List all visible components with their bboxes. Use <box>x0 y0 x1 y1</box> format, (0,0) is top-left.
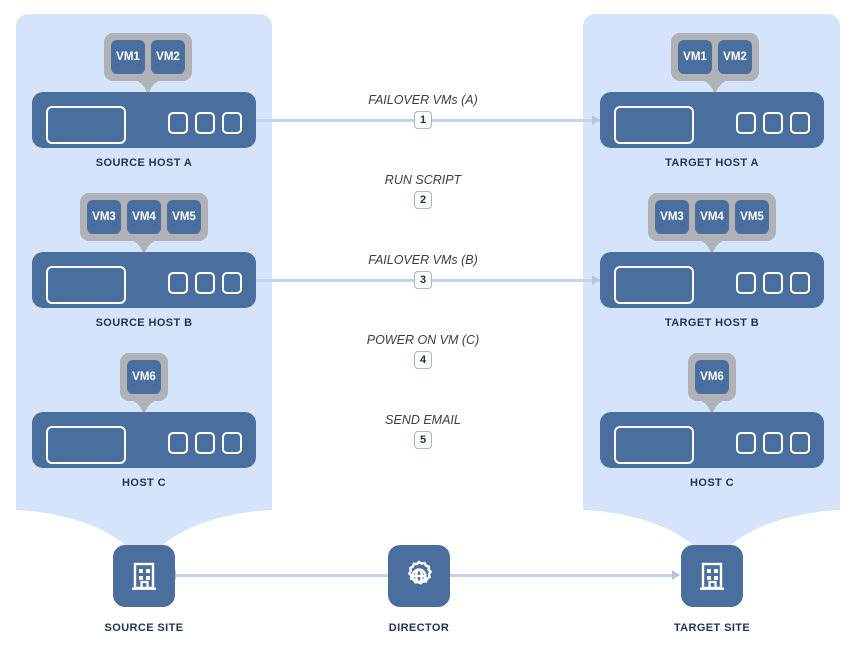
drive-bay-icon <box>46 266 126 304</box>
director-tile[interactable] <box>388 545 450 607</box>
vm-callout-target-c: VM6 <box>688 353 736 414</box>
led-group <box>168 272 242 294</box>
vm-chip[interactable]: VM1 <box>678 40 712 74</box>
host-target-a[interactable] <box>600 92 824 148</box>
led-icon <box>222 272 242 294</box>
host-label: HOST C <box>122 477 166 489</box>
vm-chip[interactable]: VM2 <box>718 40 752 74</box>
led-icon <box>763 432 783 454</box>
arrow-right-icon <box>672 570 680 580</box>
vm-chip[interactable]: VM4 <box>695 200 729 234</box>
drive-bay-icon <box>46 426 126 464</box>
target-site-tile[interactable] <box>681 545 743 607</box>
vm-chip[interactable]: VM2 <box>151 40 185 74</box>
host-label: SOURCE HOST B <box>95 317 193 329</box>
director-to-target-connector <box>450 574 672 577</box>
vm-chip[interactable]: VM6 <box>127 360 161 394</box>
led-icon <box>168 272 188 294</box>
led-icon <box>195 272 215 294</box>
led-icon <box>195 432 215 454</box>
host-source-b[interactable] <box>32 252 256 308</box>
vm-group: VM3 VM4 VM5 <box>80 193 208 241</box>
vm-group: VM1 VM2 <box>671 33 759 81</box>
vm-callout-source-a: VM1 VM2 <box>104 33 192 94</box>
gear-globe-icon <box>407 560 433 585</box>
led-group <box>168 432 242 454</box>
callout-tail-icon <box>129 400 159 414</box>
led-icon <box>736 432 756 454</box>
step-label: FAILOVER VMs (B) <box>368 253 478 267</box>
callout-tail-icon <box>697 240 727 254</box>
led-group <box>736 272 810 294</box>
led-icon <box>790 112 810 134</box>
led-icon <box>168 112 188 134</box>
host-target-c[interactable] <box>600 412 824 468</box>
led-icon <box>222 112 242 134</box>
vm-chip[interactable]: VM5 <box>735 200 769 234</box>
step-badge: 3 <box>414 271 432 289</box>
host-target-b[interactable] <box>600 252 824 308</box>
vm-callout-source-b: VM3 VM4 VM5 <box>80 193 208 254</box>
vm-group: VM3 VM4 VM5 <box>648 193 776 241</box>
callout-tail-icon <box>129 240 159 254</box>
led-icon <box>736 272 756 294</box>
vm-chip[interactable]: VM6 <box>695 360 729 394</box>
vm-group: VM6 <box>688 353 736 401</box>
drive-bay-icon <box>614 426 694 464</box>
site-label: TARGET SITE <box>673 622 751 634</box>
host-source-a[interactable] <box>32 92 256 148</box>
vm-group: VM1 VM2 <box>104 33 192 81</box>
director-to-source-connector <box>176 574 388 577</box>
building-icon <box>700 562 724 590</box>
host-label: TARGET HOST B <box>664 317 760 329</box>
led-icon <box>195 112 215 134</box>
led-icon <box>222 432 242 454</box>
drive-bay-icon <box>46 106 126 144</box>
callout-tail-icon <box>697 400 727 414</box>
step-badge: 1 <box>414 111 432 129</box>
host-source-c[interactable] <box>32 412 256 468</box>
led-group <box>736 112 810 134</box>
drive-bay-icon <box>614 266 694 304</box>
host-label: HOST C <box>690 477 734 489</box>
site-label: DIRECTOR <box>388 622 450 634</box>
vm-callout-target-a: VM1 VM2 <box>671 33 759 94</box>
site-label: SOURCE SITE <box>104 622 184 634</box>
vm-chip[interactable]: VM5 <box>167 200 201 234</box>
host-label: SOURCE HOST A <box>95 157 193 169</box>
led-icon <box>736 112 756 134</box>
vm-callout-target-b: VM3 VM4 VM5 <box>648 193 776 254</box>
step-badge: 5 <box>414 431 432 449</box>
led-group <box>168 112 242 134</box>
arrow-right-icon <box>592 115 600 125</box>
vm-callout-source-c: VM6 <box>120 353 168 414</box>
step-label: RUN SCRIPT <box>384 173 462 187</box>
vm-chip[interactable]: VM3 <box>655 200 689 234</box>
drive-bay-icon <box>614 106 694 144</box>
led-icon <box>763 112 783 134</box>
vm-chip[interactable]: VM1 <box>111 40 145 74</box>
vm-chip[interactable]: VM3 <box>87 200 121 234</box>
led-icon <box>168 432 188 454</box>
step-label: SEND EMAIL <box>385 413 461 427</box>
led-icon <box>790 272 810 294</box>
step-badge: 2 <box>414 191 432 209</box>
led-icon <box>763 272 783 294</box>
source-site-tile[interactable] <box>113 545 175 607</box>
building-icon <box>132 562 156 590</box>
callout-tail-icon <box>700 80 730 94</box>
arrow-right-icon <box>592 275 600 285</box>
callout-tail-icon <box>133 80 163 94</box>
vm-chip[interactable]: VM4 <box>127 200 161 234</box>
vm-group: VM6 <box>120 353 168 401</box>
host-label: TARGET HOST A <box>665 157 759 169</box>
step-badge: 4 <box>414 351 432 369</box>
led-icon <box>790 432 810 454</box>
led-group <box>736 432 810 454</box>
step-label: FAILOVER VMs (A) <box>368 93 478 107</box>
step-label: POWER ON VM (C) <box>366 333 480 347</box>
